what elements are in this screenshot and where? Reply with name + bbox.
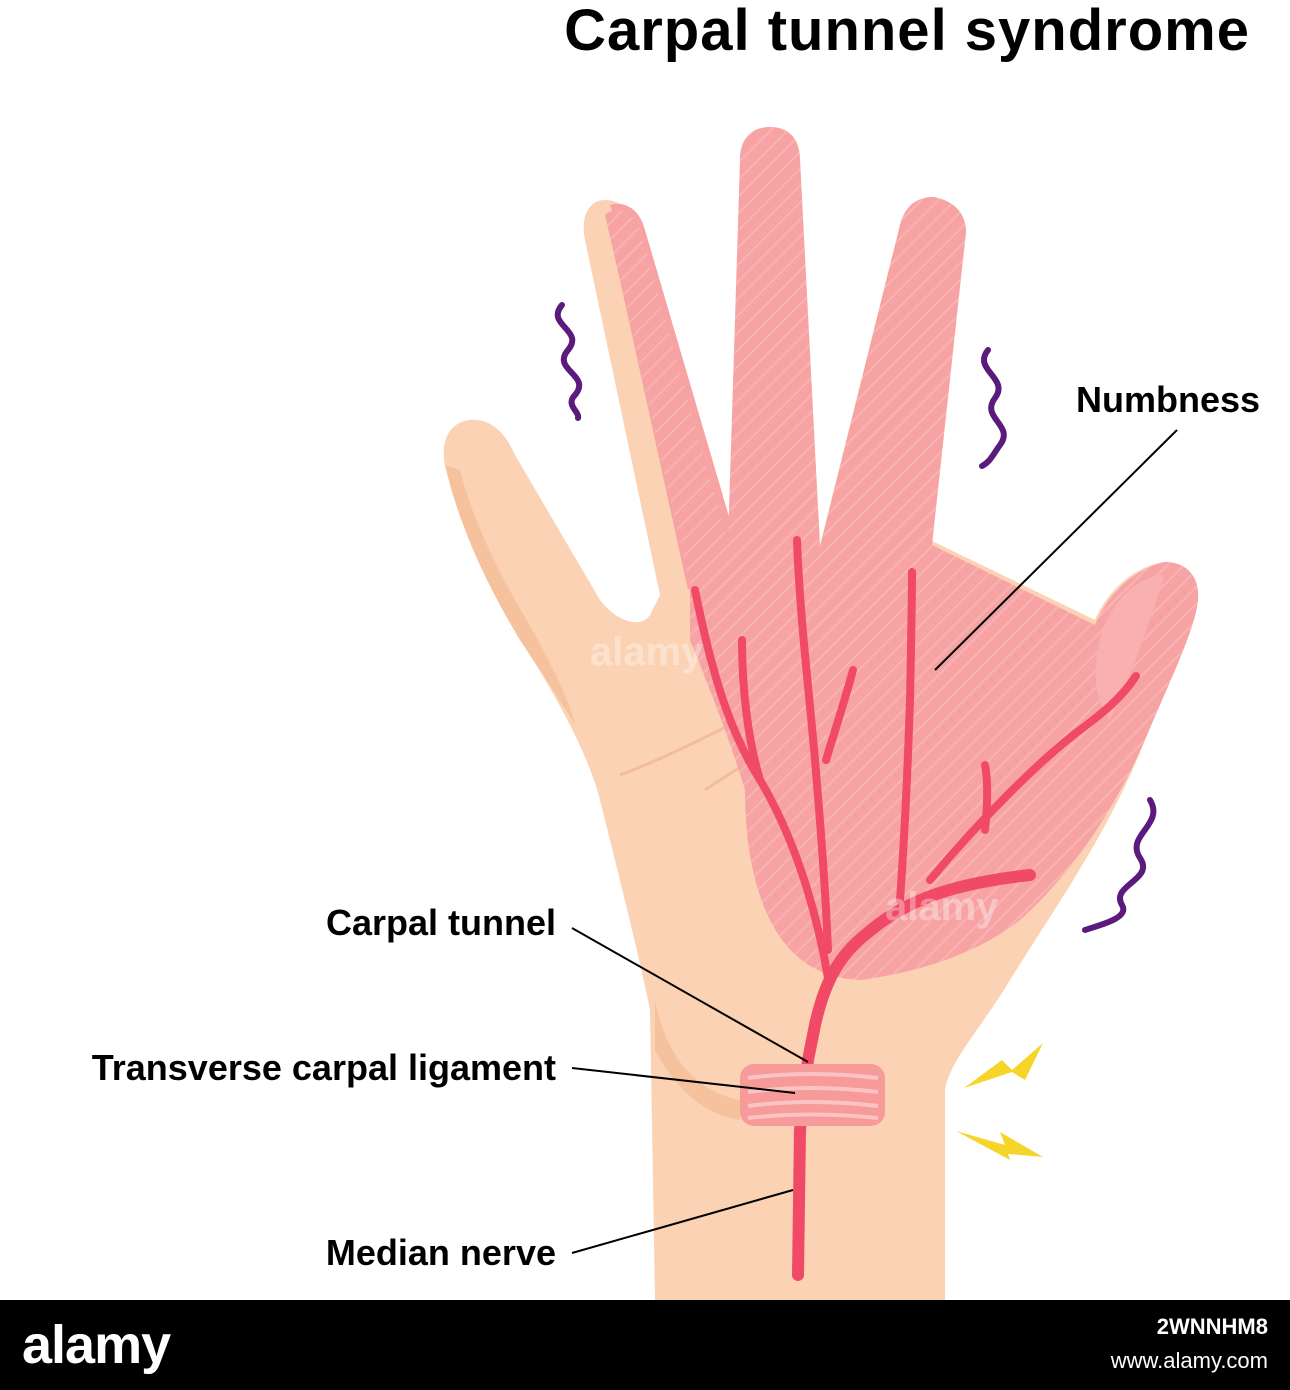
- site-url: www.alamy.com: [1110, 1348, 1268, 1373]
- leader-carpal-tunnel: [571, 927, 809, 1063]
- tingle-mark-2: [979, 347, 1007, 469]
- nerve-branch-middle-2: [822, 666, 857, 764]
- leader-ligament: [571, 1067, 796, 1094]
- palm-crease: [619, 723, 731, 777]
- diagram-title: Carpal tunnel syndrome: [564, 0, 1250, 63]
- nerve-branch-ring: [896, 568, 916, 904]
- label-numbness: Numbness: [1076, 379, 1261, 420]
- label-carpal-tunnel: Carpal tunnel: [325, 902, 556, 943]
- wrist-shadow: [655, 1000, 740, 1120]
- nerve-branch-index-2: [738, 636, 764, 784]
- nerve-branch-thumb: [926, 672, 1140, 884]
- thumb-shadow: [445, 465, 575, 725]
- pain-bolt-1: [964, 1043, 1043, 1088]
- alamy-logo: alamy: [22, 1315, 171, 1375]
- leader-median-nerve: [571, 1189, 794, 1254]
- median-nerve: [691, 536, 1140, 1281]
- pain-bolts: [956, 1043, 1043, 1160]
- nerve-branch-middle: [793, 536, 832, 954]
- hand-illustration: alamy alamy: [443, 127, 1199, 1300]
- svg-text:alamy: alamy: [885, 885, 999, 929]
- tingle-mark-1: [554, 302, 583, 421]
- image-id: 2WNNHM8: [1156, 1314, 1268, 1339]
- label-transverse-carpal-ligament: Transverse carpal ligament: [91, 1047, 556, 1088]
- watermark-footer: alamy 2WNNHM8 www.alamy.com: [0, 1300, 1290, 1390]
- transverse-carpal-ligament-band: [740, 1064, 885, 1126]
- leader-numbness: [934, 429, 1178, 671]
- pain-bolt-2: [956, 1131, 1043, 1160]
- tingle-mark-3: [1082, 797, 1157, 933]
- tingling-marks: [554, 302, 1157, 933]
- image-watermarks: alamy alamy: [590, 630, 999, 929]
- svg-text:alamy: alamy: [590, 630, 704, 674]
- nerve-branch-thumb-2: [981, 761, 992, 834]
- label-median-nerve: Median nerve: [325, 1232, 556, 1273]
- leader-lines: [571, 429, 1178, 1254]
- nerve-trunk: [792, 869, 1036, 1281]
